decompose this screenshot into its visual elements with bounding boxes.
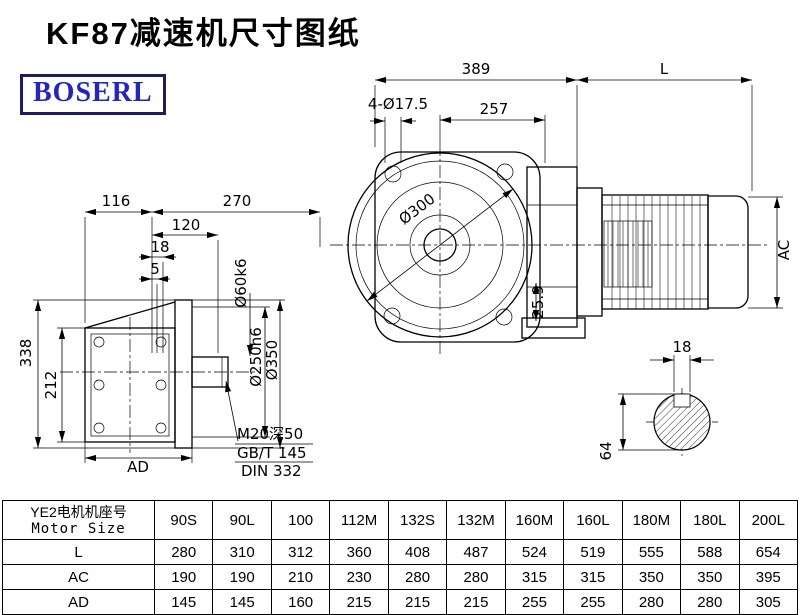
table-row-L: L 280 310 312 360 408 487 524 519 555 58… — [2, 539, 799, 565]
table-cell: 310 — [212, 539, 272, 565]
dim-shaft-end-64: 64 — [597, 441, 615, 460]
dim-motor-length-L: L — [660, 60, 669, 78]
dimension-lines — [34, 76, 781, 463]
table-cell: 395 — [738, 564, 799, 590]
dim-overall-length: 389 — [462, 60, 491, 78]
dim-116: 116 — [102, 192, 131, 210]
table-cell: 160 — [270, 589, 331, 615]
motor-size-header-cn: YE2电机机座号 — [30, 503, 127, 520]
brand-logo: BOSERL — [33, 77, 153, 108]
left-side-view — [84, 299, 229, 449]
dim-25-9: 25.9 — [529, 285, 547, 318]
table-cell: 280 — [621, 589, 682, 615]
dim-flange-dia: Ø350 — [263, 340, 281, 380]
table-cell: 255 — [563, 589, 623, 615]
table-cell: 555 — [621, 539, 682, 565]
row-label-AD: AD — [2, 589, 155, 615]
dim-spigot-dia: Ø250h6 — [247, 327, 265, 387]
motor-side-view — [521, 166, 749, 339]
dim-5: 5 — [150, 260, 160, 278]
din-standard-note: DIN 332 — [241, 462, 302, 480]
table-cell: 280 — [680, 589, 740, 615]
table-cell: 280 — [387, 564, 448, 590]
dim-flange-holes: 4-Ø17.5 — [368, 95, 428, 113]
technical-drawing: 389 L 257 4-Ø17.5 Ø300 AC 116 270 120 18… — [17, 60, 793, 480]
extension-lines — [33, 85, 783, 463]
dim-270: 270 — [223, 192, 252, 210]
table-cell: 524 — [504, 539, 565, 565]
table-cell: 255 — [504, 589, 565, 615]
tap-hole-note: M20深50 — [237, 425, 303, 443]
dim-338: 338 — [17, 339, 35, 368]
dim-257: 257 — [480, 100, 509, 118]
table-cell: 215 — [387, 589, 448, 615]
table-cell: 190 — [153, 564, 214, 590]
table-cell: 305 — [738, 589, 799, 615]
col-header-90S: 90S — [153, 500, 214, 540]
col-header-112M: 112M — [329, 500, 389, 540]
dimension-table: YE2电机机座号 Motor Size 90S 90L 100 112M 132… — [2, 500, 799, 615]
table-cell: 315 — [563, 564, 623, 590]
table-cell: 519 — [563, 539, 623, 565]
col-header-100: 100 — [270, 500, 331, 540]
dim-flange-circle-300: Ø300 — [395, 190, 438, 229]
table-cell: 190 — [212, 564, 272, 590]
page-title: KF87减速机尺寸图纸 — [46, 16, 361, 51]
col-header-180L: 180L — [680, 500, 740, 540]
motor-size-header-cell: YE2电机机座号 Motor Size — [2, 500, 155, 540]
shaft-section-detail — [653, 393, 711, 451]
table-cell: 350 — [680, 564, 740, 590]
table-cell: 145 — [212, 589, 272, 615]
table-cell: 350 — [621, 564, 682, 590]
dimension-texts: 389 L 257 4-Ø17.5 Ø300 AC 116 270 120 18… — [17, 60, 793, 480]
motor-size-header-en: Motor Size — [31, 520, 126, 537]
table-cell: 210 — [270, 564, 331, 590]
row-label-AC: AC — [2, 564, 155, 590]
dim-212: 212 — [42, 371, 60, 400]
dim-120: 120 — [172, 216, 201, 234]
table-cell: 145 — [153, 589, 214, 615]
table-cell: 312 — [270, 539, 331, 565]
table-cell: 215 — [446, 589, 506, 615]
dim-18: 18 — [150, 238, 169, 256]
table-cell: 408 — [387, 539, 448, 565]
col-header-132S: 132S — [387, 500, 448, 540]
col-header-90L: 90L — [212, 500, 272, 540]
table-row-AD: AD 145 145 160 215 215 215 255 255 280 2… — [2, 589, 799, 615]
table-cell: 487 — [446, 539, 506, 565]
table-cell: 588 — [680, 539, 740, 565]
brand-logo-box: BOSERL — [20, 74, 166, 115]
dim-key-width: 18 — [672, 338, 691, 356]
table-row-AC: AC 190 190 210 230 280 280 315 315 350 3… — [2, 564, 799, 590]
table-cell: 215 — [329, 589, 389, 615]
col-header-132M: 132M — [446, 500, 506, 540]
table-cell: 280 — [446, 564, 506, 590]
table-cell: 360 — [329, 539, 389, 565]
col-header-180M: 180M — [621, 500, 682, 540]
col-header-160L: 160L — [563, 500, 623, 540]
dim-AC: AC — [775, 240, 793, 260]
row-label-L: L — [2, 539, 155, 565]
gb-standard-note: GB/T 145 — [237, 444, 307, 462]
table-cell: 280 — [153, 539, 214, 565]
col-header-200L: 200L — [738, 500, 799, 540]
col-header-160M: 160M — [504, 500, 565, 540]
front-view — [347, 151, 541, 343]
table-cell: 654 — [738, 539, 799, 565]
dim-shaft-dia: Ø60k6 — [232, 258, 250, 307]
table-cell: 315 — [504, 564, 565, 590]
table-cell: 230 — [329, 564, 389, 590]
dim-AD: AD — [127, 458, 149, 476]
table-header-row: YE2电机机座号 Motor Size 90S 90L 100 112M 132… — [2, 500, 799, 540]
